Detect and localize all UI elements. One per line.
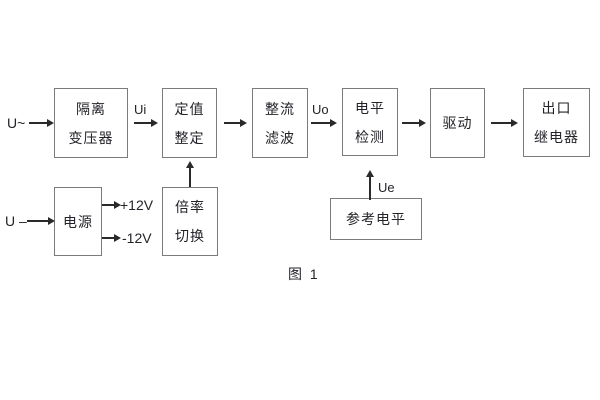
arrow-drive-to-relay xyxy=(491,122,512,124)
label-plus-12v: +12V xyxy=(120,197,154,213)
arrow-uo-rectifier-to-detection xyxy=(311,122,331,124)
box-reference-level: 参考电平 xyxy=(330,198,422,240)
box-power-supply: 电源 xyxy=(54,187,102,256)
arrow-ac-input-to-transformer xyxy=(29,122,48,124)
label-uo-signal: Uo xyxy=(312,102,329,117)
box-label: 滤波 xyxy=(265,129,295,146)
label-ui-signal: Ui xyxy=(134,102,147,117)
box-label: 倍率 xyxy=(175,199,205,215)
arrow-power-minus-12v xyxy=(102,237,115,239)
box-value-setting: 定值 整定 xyxy=(162,88,217,158)
box-label: 切换 xyxy=(175,228,205,244)
box-ratio-switch: 倍率 切换 xyxy=(162,187,218,256)
arrow-ratio-switch-to-setting xyxy=(189,168,191,187)
arrow-setting-to-rectifier xyxy=(224,122,241,124)
box-output-relay: 出口 继电器 xyxy=(523,88,590,157)
label-minus-12v: -12V xyxy=(122,230,152,246)
arrow-ui-transformer-to-setting xyxy=(134,122,152,124)
label-ue-signal: Ue xyxy=(378,180,395,195)
figure-caption: 图 1 xyxy=(288,266,320,282)
label-dc-input: U – xyxy=(5,213,27,229)
box-isolation-transformer: 隔离 变压器 xyxy=(54,88,128,158)
arrow-power-plus-12v xyxy=(102,204,115,206)
box-label: 变压器 xyxy=(68,129,114,146)
box-label: 出口 xyxy=(541,100,572,116)
box-label: 电源 xyxy=(63,213,93,230)
label-ac-input: U~ xyxy=(7,115,26,131)
arrow-dc-input-to-power xyxy=(27,220,49,222)
box-level-detection: 电平 检测 xyxy=(342,88,398,156)
box-label: 电平 xyxy=(355,99,385,116)
box-label: 检测 xyxy=(355,128,385,145)
arrow-detection-to-drive xyxy=(402,122,420,124)
box-rectifier-filter: 整流 滤波 xyxy=(252,88,308,158)
arrow-ue-reference-to-detection xyxy=(369,177,371,200)
box-label: 驱动 xyxy=(442,115,473,131)
box-label: 隔离 xyxy=(76,100,106,117)
box-drive: 驱动 xyxy=(430,88,485,158)
box-label: 继电器 xyxy=(534,129,579,145)
box-label: 参考电平 xyxy=(346,211,406,227)
box-label: 整流 xyxy=(265,100,295,117)
box-label: 整定 xyxy=(174,129,205,146)
box-label: 定值 xyxy=(174,100,205,117)
